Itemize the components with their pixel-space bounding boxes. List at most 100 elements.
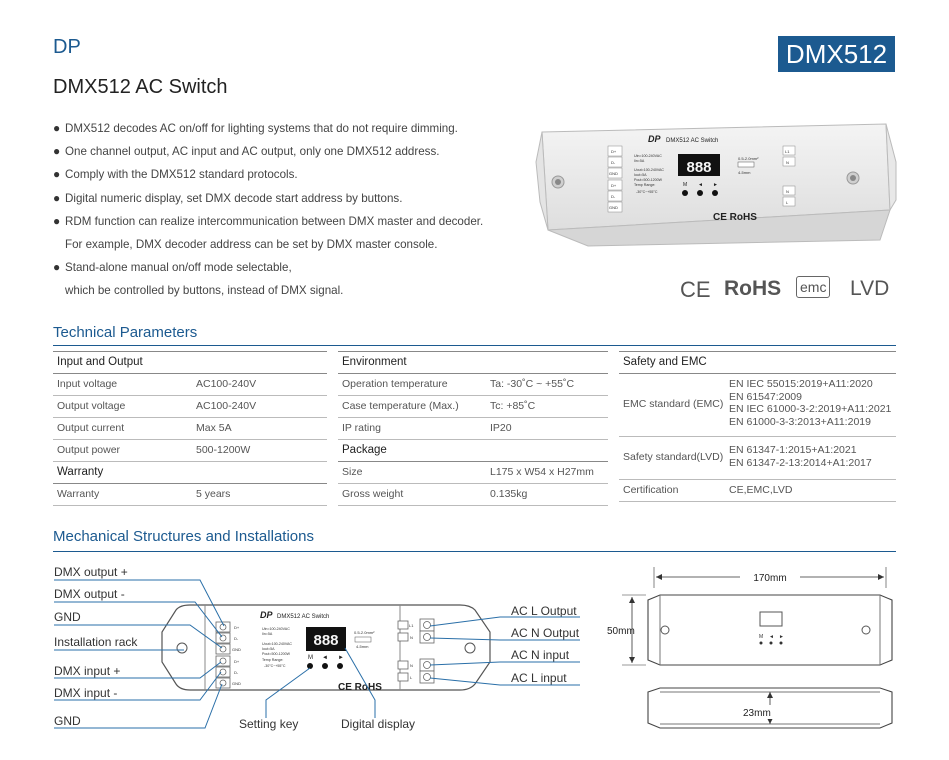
device-button-label: ► [338,655,344,661]
row-value: Max 5A [196,422,232,434]
terminal-label: GND [232,647,241,652]
row-value: 5 years [196,488,231,500]
row-value: CE,EMC,LVD [729,484,793,496]
standard-entry: EN 61347-1:2015+A1:2021 [729,444,857,456]
bullet-icon: ● [53,144,61,159]
standard-entry: EN 61000-3-3:2013+A11:2019 [729,415,871,428]
device-spec-line: Iout=5A [262,647,275,651]
diagram-digital-display [306,627,346,651]
mode-button [682,190,688,196]
row-label: Input voltage [57,378,118,390]
row-label: Output power [57,444,121,456]
device-spec-line: Uout=100-240VAC [262,642,292,646]
device-spec-line: Iin=5A [262,632,273,636]
device-brand: DP [260,610,273,620]
feature-item-continuation: which be controlled by buttons, instead … [65,284,344,298]
terminal-label: N [786,160,789,165]
setting-button [307,663,313,669]
device-spec-line: Temp Range: [262,658,283,662]
row-value: L175 x W54 x H27mm [490,466,594,478]
terminal-label: N [786,189,789,194]
setting-button [337,663,343,669]
table-row: Output power 500-1200W [53,440,327,462]
feature-item: ●Comply with the DMX512 standard protoco… [53,163,483,186]
row-label: Warranty [57,488,100,500]
row-label: Certification [623,484,679,496]
standard-entry: EN 61347-2-13:2014+A1:2017 [729,456,872,469]
wire-size-label: 0.5-2.0mm² [738,156,759,161]
height-dimension: 50mm [607,626,635,637]
callout-label: GND [54,610,81,624]
callout-label: AC N Output [511,626,580,640]
brand-name: DP [53,36,81,58]
row-label: Gross weight [342,488,404,500]
device-output-terminals: L1 N N L [782,145,796,207]
terminal-label: GND [232,681,241,686]
terminal-label: D+ [611,183,617,188]
row-value: 500-1200W [196,444,251,456]
terminal-label: L [786,200,789,205]
row-label: Size [342,466,363,478]
diagram-input-terminals: D+ D- GND D+ D- GND [232,625,241,686]
row-label: Safety standard(LVD) [623,451,724,463]
table-row: EMC standard (EMC) EN IEC 55015:2019+A11… [619,374,896,437]
row-label: IP rating [342,422,381,434]
mech-title: Mechanical Structures and Installations [53,528,314,545]
display-digits: 888 [686,159,711,176]
device-input-terminals: D+ D- GND D+ D- GND [607,145,623,213]
ce-mark: CE [680,277,711,302]
bullet-icon: ● [53,190,61,205]
row-label: Operation temperature [342,378,448,390]
row-label: EMC standard (EMC) [623,398,724,410]
table-header: Input and Output [53,351,327,374]
callout-label: DMX output + [54,565,128,579]
row-value: Tc: +85˚C [490,400,536,412]
device-spec-line: Iin=5A [634,159,645,163]
device-marks: CE RoHS [713,212,757,223]
depth-dimension: 23mm [743,708,771,719]
table-header: Environment [338,351,608,374]
bullet-icon: ● [53,121,61,135]
diagram-spec-lines: Uin=100-240VAC Iin=5A Uout=100-240VAC Io… [262,627,292,668]
terminal-label: GND [609,205,618,210]
terminal-label: D+ [234,659,240,664]
feature-item-continuation: For example, DMX decoder address can be … [65,237,438,251]
device-button-label: ► [713,182,718,188]
row-label: Case temperature (Max.) [342,400,459,412]
device-button-label: ◄ [322,655,328,661]
row-value: AC100-240V [196,400,257,412]
device-spec-line: Uout=100-240VAC [634,168,664,172]
series-badge: DMX512 [778,36,895,72]
section-divider [53,345,896,346]
callout-label: DMX input + [54,664,121,678]
bullet-icon: ● [53,167,61,182]
length-dimension: 170mm [753,573,786,584]
device-button-label: M [308,655,313,661]
device-button-label: ◄ [769,634,774,640]
device-spec-line: Uin=100-240VAC [262,627,290,631]
safety-emc-table: Safety and EMC EMC standard (EMC) EN IEC… [619,351,896,502]
device-model: DMX512 AC Switch [666,138,718,144]
down-button [697,190,703,196]
row-value: IP20 [490,422,512,434]
section-divider [53,551,896,552]
device-model: DMX512 AC Switch [277,614,329,620]
up-button [712,190,718,196]
product-image: DP DMX512 AC Switch Uin=100-240VAC Iin=5… [535,123,897,247]
table-row: Size L175 x W54 x H27mm [338,462,608,484]
terminal-label: GND [609,171,618,176]
emc-mark: emc [796,276,831,298]
feature-item: ●One channel output, AC input and AC out… [53,140,483,163]
feature-item: ●DMX512 decodes AC on/off for lighting s… [53,117,483,140]
table-header: Safety and EMC [619,351,896,374]
device-spec-line: Temp Range: [634,183,655,187]
device-spec-lines: Uin=100-240VAC Iin=5A Uout=100-240VAC Io… [634,154,664,194]
lvd-mark: LVD [850,277,890,300]
display-digits: 888 [313,632,338,649]
device-marks: CE RoHS [338,682,382,693]
terminal-label: D- [234,636,239,641]
